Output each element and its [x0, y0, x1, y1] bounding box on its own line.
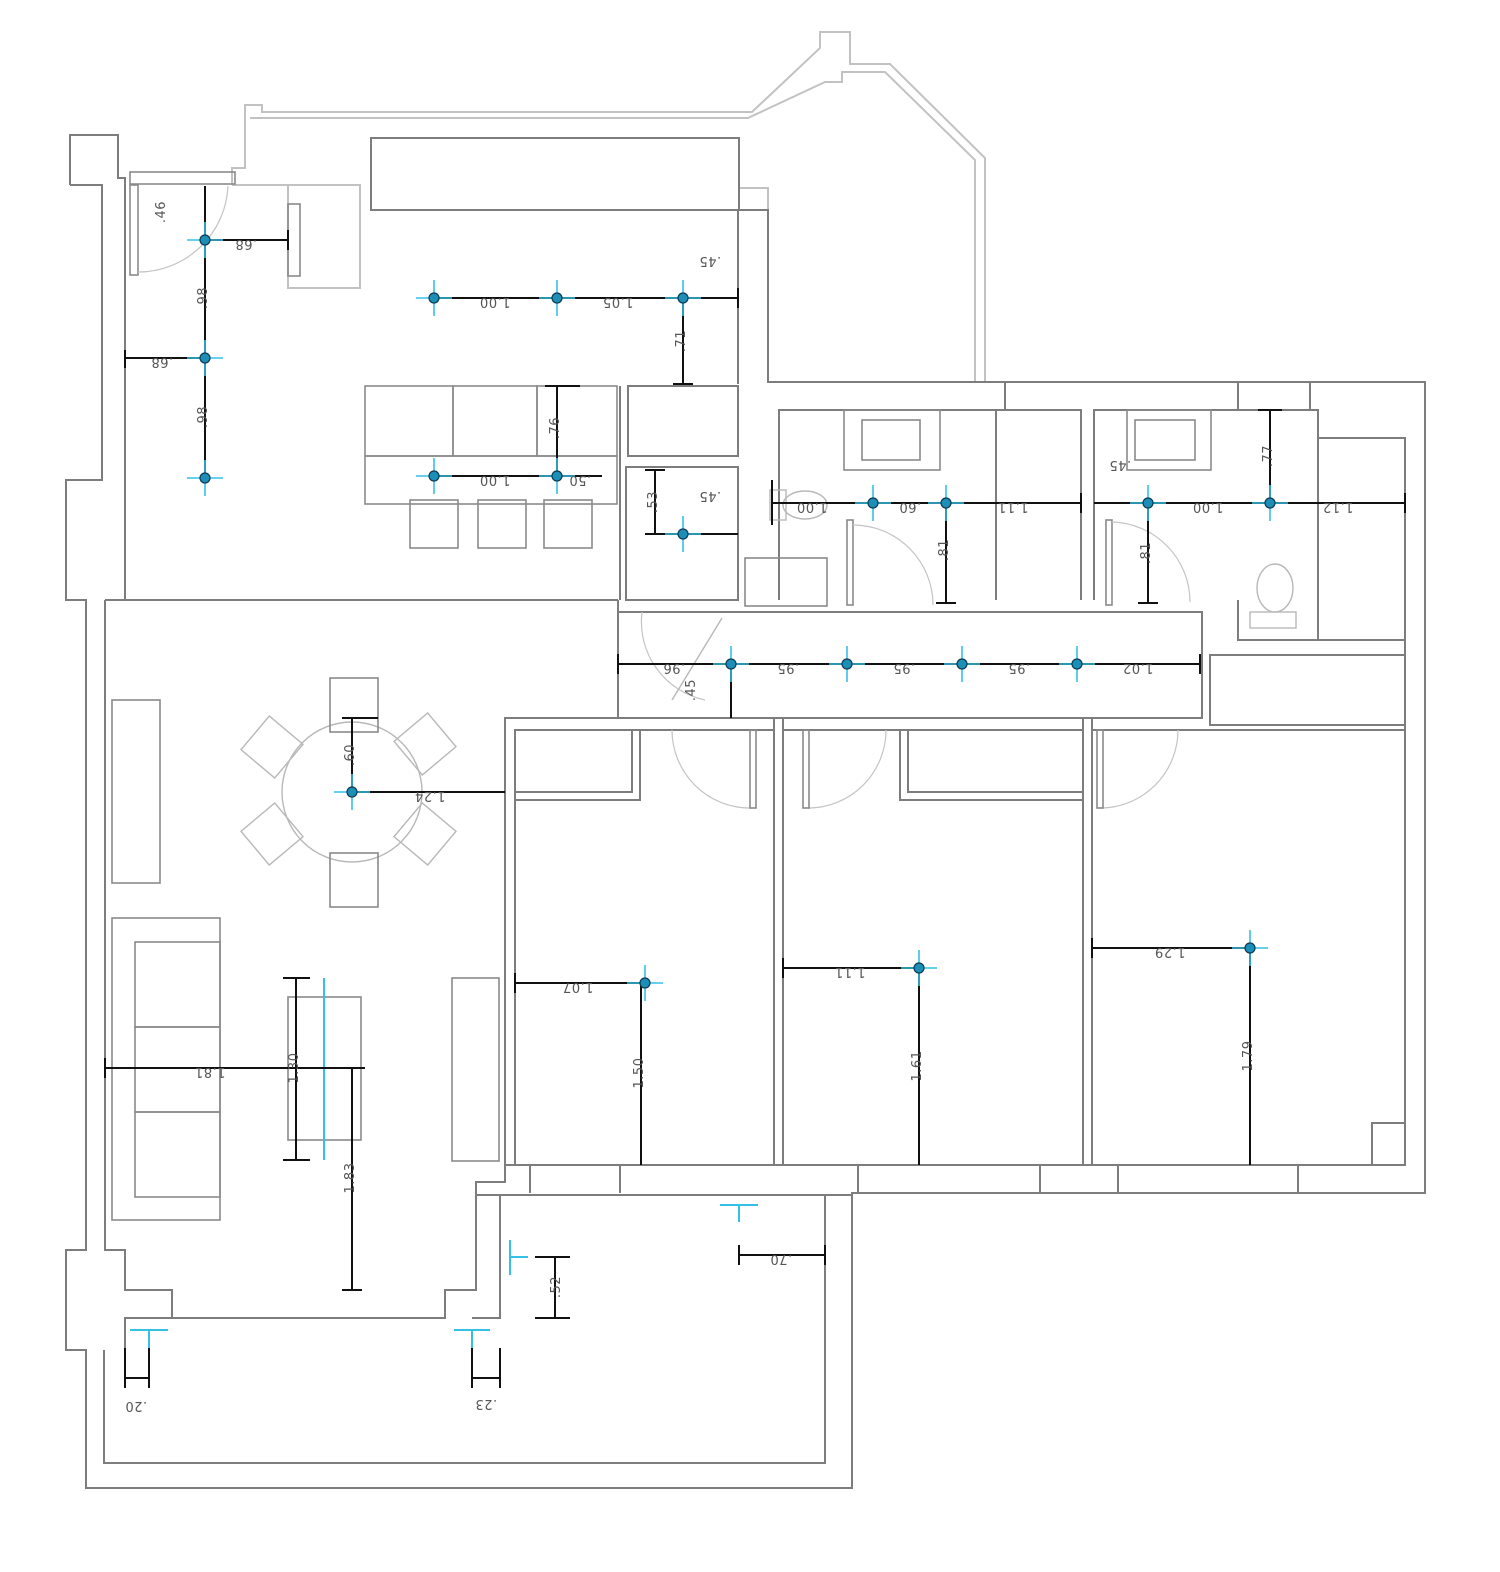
ceiling-light-icon: [665, 280, 701, 316]
dimension-label: .60: [899, 499, 921, 514]
dimension-label: 1.50: [632, 1058, 647, 1089]
dimension-label: .98: [196, 287, 211, 309]
dimension-label: .23: [475, 1396, 497, 1411]
dimension-label: .45: [699, 253, 721, 268]
ceiling-light-icon: [187, 460, 223, 496]
dimension-label: .45: [1109, 457, 1131, 472]
ceiling-light-icon: [1232, 930, 1268, 966]
dimension-label: .70: [770, 1251, 792, 1266]
dimension-label: .76: [548, 417, 563, 439]
ceiling-light-icon: [855, 485, 891, 521]
dimension-label: .20: [125, 1398, 147, 1413]
dimension-label: 1.00: [480, 294, 511, 309]
dimension-label: 1.30: [287, 1053, 302, 1084]
ceiling-light-icon: [928, 485, 964, 521]
ceiling-light-icon: [187, 222, 223, 258]
dimension-label: 1.05: [603, 294, 634, 309]
ceiling-light-icon: [627, 965, 663, 1001]
ceiling-light-icon: [187, 340, 223, 376]
dimension-label: 1.02: [1123, 660, 1154, 675]
ceiling-light-icon: [416, 280, 452, 316]
dimension-label: .95: [893, 660, 915, 675]
dimension-label: 1.12: [1323, 499, 1354, 514]
dimension-label: .50: [569, 472, 591, 487]
dimension-label: 1.61: [910, 1051, 925, 1082]
ceiling-lights: [187, 222, 1288, 1001]
dimension-label: .46: [154, 201, 169, 223]
dimension-label: .71: [674, 330, 689, 352]
dimension-label: .96: [663, 660, 685, 675]
dimension-label: .53: [646, 491, 661, 513]
dimension-label: 1.00: [797, 499, 828, 514]
ceiling-light-icon: [334, 774, 370, 810]
wall-light-icon: [720, 1204, 758, 1222]
dimension-label: 1.24: [415, 788, 446, 803]
dimension-label: 1.79: [1241, 1041, 1256, 1072]
dimension-label: .81: [1139, 542, 1154, 564]
dimension-label: 1.29: [1155, 944, 1186, 959]
dimension-label: .68: [235, 236, 257, 251]
ceiling-light-icon: [944, 646, 980, 682]
dimension-label: .52: [549, 1276, 564, 1298]
dimension-label: 1.11: [998, 499, 1029, 514]
dimension-label: 1.81: [195, 1064, 226, 1079]
furniture: [111, 171, 1297, 1221]
walls: [65, 134, 1426, 1489]
ceiling-light-icon: [713, 646, 749, 682]
dimension-label: 1.07: [563, 979, 594, 994]
ceiling-light-icon: [829, 646, 865, 682]
ceiling-light-icon: [1252, 485, 1288, 521]
dimension-lines: [104, 186, 1406, 1388]
ceiling-light-icon: [416, 458, 452, 494]
wall-light-icon: [130, 1329, 168, 1348]
dimension-label: .77: [1261, 445, 1276, 467]
dimension-label: .95: [1008, 660, 1030, 675]
dimension-label: .45: [684, 679, 699, 701]
dimension-label: 1.11: [835, 964, 866, 979]
dimension-label: 1.00: [1193, 499, 1224, 514]
ceiling-light-icon: [539, 458, 575, 494]
dimension-label: .98: [196, 406, 211, 428]
dimension-labels: .46 .68 .98 .68 .98 1.00 1.05 .45 .71 .7…: [125, 201, 1354, 1413]
dimension-label: 1.83: [343, 1163, 358, 1194]
ceiling-light-icon: [901, 950, 937, 986]
dimension-label: 1.00: [480, 472, 511, 487]
neighbor-outline: [231, 31, 986, 382]
wall-light-icon: [509, 1240, 528, 1275]
ceiling-light-icon: [1130, 485, 1166, 521]
ceiling-light-icon: [665, 516, 701, 552]
wall-light-icon: [454, 1329, 490, 1348]
dimension-label: .81: [937, 539, 952, 561]
ceiling-light-icon: [1059, 646, 1095, 682]
ceiling-light-icon: [539, 280, 575, 316]
dimension-label: .95: [777, 660, 799, 675]
dimension-label: .68: [151, 354, 173, 369]
dimension-label: .45: [699, 488, 721, 503]
dimension-label: .60: [343, 744, 358, 766]
